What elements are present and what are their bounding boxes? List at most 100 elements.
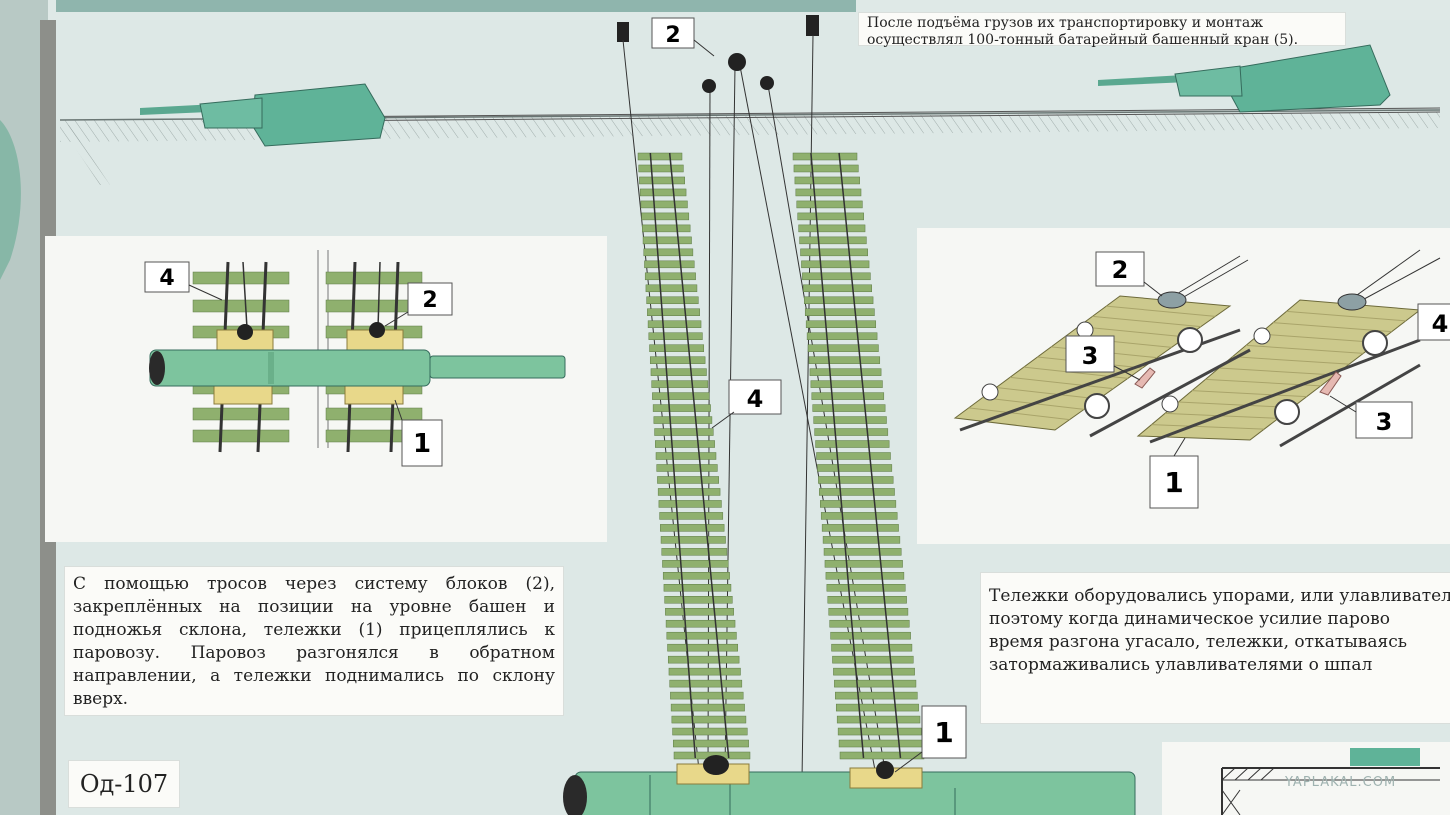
track-sleeper [835, 703, 919, 712]
track-sleeper [646, 296, 699, 305]
track-sleeper [815, 440, 890, 448]
track-sleeper [638, 164, 684, 173]
track-sleeper [814, 428, 889, 436]
deck-plank [1191, 390, 1307, 398]
track-sleeper [651, 380, 709, 388]
track-sleeper [657, 488, 721, 496]
gun-turret-right [1098, 44, 1391, 113]
track-sleeper [794, 176, 860, 185]
pulley-block [702, 79, 716, 93]
svg-text:2: 2 [422, 288, 437, 313]
track-sleeper [642, 236, 692, 245]
track-sleeper [644, 272, 696, 281]
ground-slope [59, 107, 1441, 185]
callout-center-cart: 1 [894, 705, 967, 773]
track-sleeper [669, 679, 743, 688]
track-sleeper [830, 631, 911, 640]
track-sleeper [829, 619, 910, 628]
track-rail [668, 152, 730, 759]
right-detail-panel: 2 3 3 1 4 [917, 228, 1450, 544]
deck-plank [1245, 344, 1364, 354]
gun-turret-left [140, 83, 386, 147]
deck-plank [968, 407, 1070, 421]
deck-plank [1151, 424, 1265, 430]
track-sleeper [820, 512, 898, 520]
track-sleeper [826, 584, 906, 592]
caption-line: Тележки оборудовались упорами, или улавл… [989, 586, 1450, 606]
track-sleeper [810, 380, 883, 388]
track-sleeper [827, 596, 907, 604]
pulley-block [728, 53, 746, 71]
track-sleeper [837, 727, 922, 736]
track-sleeper [809, 368, 882, 376]
track-sleeper [806, 332, 878, 340]
track-sleeper [644, 260, 695, 269]
track-sleeper [813, 416, 887, 424]
caption-line: затормаживались улавливателями о шпал [989, 655, 1373, 675]
track-sleeper [802, 272, 871, 281]
track-sleeper [649, 344, 705, 352]
pulley-block [760, 76, 774, 90]
track-sleeper [804, 296, 874, 305]
track-sleeper [821, 524, 899, 532]
track-sleeper [659, 512, 724, 520]
svg-text:4: 4 [159, 266, 174, 291]
track-sleeper [838, 739, 923, 748]
deck-plank [1272, 322, 1392, 333]
track-sleeper [652, 392, 710, 400]
track-sleeper [658, 500, 722, 508]
svg-text:1: 1 [413, 429, 431, 459]
track-sleeper [801, 260, 870, 269]
deck-plank [1106, 305, 1216, 317]
deck-plank [1092, 315, 1201, 328]
track-sleeper [656, 464, 718, 472]
track-sleeper [825, 572, 905, 580]
track-sleeper [640, 200, 688, 209]
deck-plank [1232, 356, 1350, 365]
track-sleeper [668, 667, 741, 676]
track-sleeper [662, 572, 730, 580]
track-sleeper [192, 429, 290, 443]
track-sleeper [665, 619, 736, 628]
track-sleeper [667, 655, 740, 664]
track-sleeper [818, 476, 894, 484]
track-sleeper [799, 236, 867, 245]
caption-line: время разгона угасало, тележки, откатыва… [989, 632, 1407, 652]
track-sleeper [650, 368, 707, 376]
track-rail [838, 152, 902, 759]
track-sleeper [798, 224, 866, 233]
deck-plank [1178, 401, 1293, 408]
track-sleeper [665, 607, 734, 616]
track-sleeper [672, 727, 748, 736]
track-sleeper [664, 596, 733, 604]
track-sleeper [800, 248, 868, 257]
svg-text:1: 1 [934, 716, 953, 749]
track-sleeper [792, 152, 858, 161]
track-sleeper [834, 679, 917, 688]
track-sleeper [647, 320, 702, 328]
track-sleeper [661, 548, 728, 556]
track-sleeper [648, 332, 703, 340]
track-sleeper [795, 188, 862, 197]
track-sleeper [192, 299, 290, 313]
svg-text:3: 3 [1082, 342, 1099, 370]
track-sleeper [835, 691, 918, 700]
track-sleeper [325, 271, 423, 285]
track-sleeper [670, 703, 745, 712]
svg-text:2: 2 [1112, 256, 1129, 284]
track-sleeper [639, 188, 687, 197]
incline-track-right [792, 152, 925, 760]
track-sleeper [652, 404, 711, 412]
svg-text:2: 2 [665, 23, 680, 48]
track-sleeper [192, 407, 290, 421]
watermark: YAPLAKAL.COM [1285, 775, 1397, 790]
track-sleeper [831, 643, 913, 652]
deck-plank [1286, 310, 1406, 322]
track-sleeper [645, 284, 698, 293]
barrel-bottom [563, 771, 1136, 815]
deck-plank [996, 387, 1099, 400]
track-sleeper [662, 560, 729, 568]
cable-system [617, 15, 886, 781]
deck-plank [1009, 376, 1114, 390]
crane-sketch [1162, 742, 1450, 815]
